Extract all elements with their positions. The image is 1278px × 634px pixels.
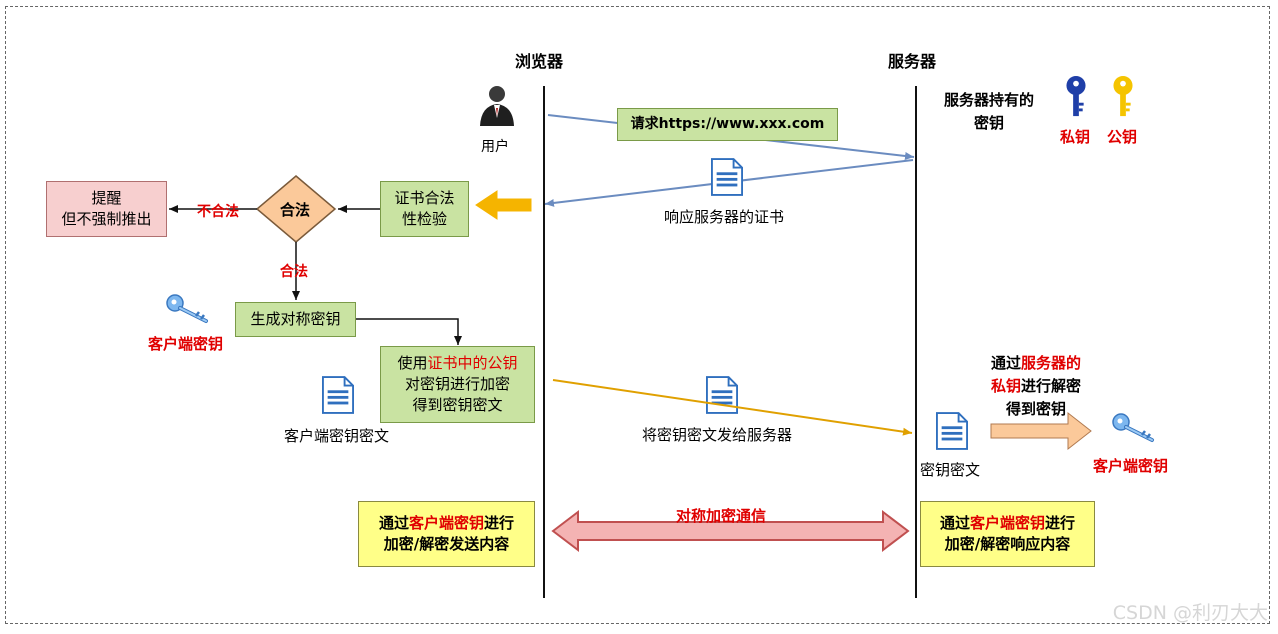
decrypt-highlight1: 服务器的	[1021, 354, 1082, 372]
decrypt-post1: 进行解密	[1021, 377, 1082, 395]
left-bottom-pre: 通过	[378, 514, 409, 532]
encrypt-box: 使用证书中的公钥 对密钥进行加密 得到密钥密文	[380, 346, 535, 423]
cipher-arrow	[552, 379, 913, 436]
encrypt-box-post: 对密钥进行加密 得到密钥密文	[404, 375, 510, 414]
public-key-icon	[1113, 76, 1133, 117]
browser-lifeline	[543, 86, 545, 598]
server-lifeline	[915, 86, 917, 598]
public-key-label: 公钥	[1107, 128, 1138, 146]
server-header: 服务器	[888, 52, 937, 71]
cert-check-arrow	[475, 190, 532, 220]
decrypt-text: 通过服务器的 私钥进行解密 得到密钥	[960, 352, 1112, 421]
request-box: 请求https://www.xxx.com	[617, 108, 838, 141]
gen-key-box: 生成对称密钥	[235, 302, 356, 337]
client-cipher-doc-icon	[322, 376, 354, 414]
server-cipher-label: 密钥密文	[920, 461, 981, 479]
legal-diamond-label: 合法	[280, 201, 311, 219]
client-cipher-label: 客户端密钥密文	[284, 427, 390, 445]
client-key-label-left: 客户端密钥	[148, 335, 224, 353]
decrypt-post2: 得到密钥	[1005, 400, 1066, 418]
right-bottom-line2: 加密/解密响应内容	[944, 535, 1071, 553]
right-bottom-box: 通过客户端密钥进行 加密/解密响应内容	[920, 501, 1095, 567]
sym-comm-label: 对称加密通信	[676, 507, 767, 525]
decrypt-arrow	[990, 411, 1092, 451]
right-bottom-highlight: 客户端密钥	[969, 514, 1045, 532]
diagram-frame	[5, 6, 1270, 624]
left-bottom-highlight: 客户端密钥	[408, 514, 484, 532]
user-icon	[480, 86, 514, 126]
browser-header: 浏览器	[515, 52, 564, 71]
symmetric-comm-arrow	[551, 509, 910, 553]
user-label: 用户	[481, 139, 509, 155]
encrypt-box-highlight: 证书中的公钥	[427, 354, 518, 372]
sent-cipher-doc-icon	[706, 376, 738, 414]
client-key-label-right: 客户端密钥	[1093, 457, 1169, 475]
client-key-icon-right	[1112, 413, 1154, 442]
right-bottom-post: 进行	[1045, 514, 1076, 532]
private-key-icon	[1066, 76, 1086, 117]
illegal-label: 不合法	[197, 204, 239, 220]
decrypt-pre: 通过	[990, 354, 1021, 372]
warn-box: 提醒 但不强制推出	[46, 181, 167, 237]
client-key-icon-left	[166, 294, 208, 323]
server-keys-caption: 服务器持有的 密钥	[944, 91, 1035, 132]
certificate-doc-icon	[711, 158, 743, 196]
watermark: CSDN @利刃大大	[1112, 602, 1268, 624]
left-bottom-line2: 加密/解密发送内容	[383, 535, 510, 553]
encrypt-box-pre: 使用	[397, 354, 428, 372]
cert-check-box: 证书合法 性检验	[380, 181, 469, 237]
send-cipher-label: 将密钥密文发给服务器	[642, 426, 793, 444]
left-bottom-box: 通过客户端密钥进行 加密/解密发送内容	[358, 501, 535, 567]
right-bottom-pre: 通过	[939, 514, 970, 532]
legal-label: 合法	[280, 264, 308, 280]
response-cert-label: 响应服务器的证书	[664, 208, 785, 226]
decrypt-highlight2: 私钥	[990, 377, 1021, 395]
left-bottom-post: 进行	[484, 514, 515, 532]
private-key-label: 私钥	[1060, 128, 1091, 146]
